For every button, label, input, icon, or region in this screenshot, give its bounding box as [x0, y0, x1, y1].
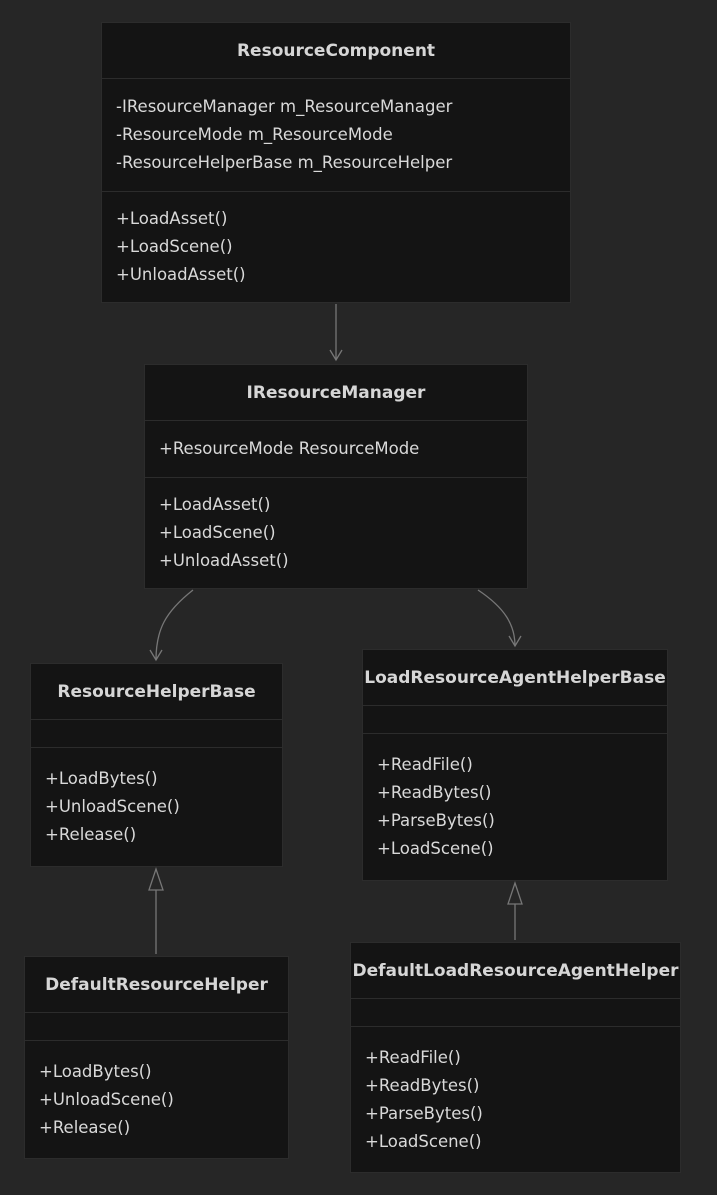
- method: +LoadScene(): [116, 237, 233, 256]
- methods-section: +ReadFile() +ReadBytes() +ParseBytes() +…: [363, 734, 667, 880]
- edge-inherit-default-load-agent-helper: [507, 880, 523, 940]
- method: +ReadFile(): [377, 755, 473, 774]
- arrowhead-icon: [329, 349, 343, 362]
- class-resource-helper-base[interactable]: ResourceHelperBase +LoadBytes() +UnloadS…: [30, 663, 283, 867]
- class-title: IResourceManager: [145, 365, 527, 421]
- attribute: +ResourceMode ResourceMode: [159, 439, 420, 458]
- method: +LoadAsset(): [159, 495, 271, 514]
- method: +ParseBytes(): [365, 1103, 483, 1123]
- attributes-section: [25, 1013, 288, 1041]
- attributes-section: [31, 720, 282, 748]
- method: +UnloadScene(): [39, 1089, 174, 1109]
- attributes-section: -IResourceManager m_ResourceManager -Res…: [102, 79, 570, 192]
- methods-section: +LoadBytes() +UnloadScene() +Release(): [31, 748, 282, 866]
- class-title: ResourceHelperBase: [31, 664, 282, 720]
- inheritance-triangle-icon: [507, 880, 523, 905]
- class-iresource-manager[interactable]: IResourceManager +ResourceMode ResourceM…: [144, 364, 528, 589]
- arrowhead-icon: [508, 635, 522, 648]
- method: +LoadAsset(): [116, 209, 228, 228]
- edge-manager-to-agent-helper-base: [477, 589, 522, 648]
- method: +LoadScene(): [365, 1131, 482, 1151]
- edge-component-to-manager: [329, 304, 343, 362]
- attribute: -IResourceManager m_ResourceManager: [116, 97, 453, 116]
- method: +Release(): [45, 825, 137, 844]
- methods-section: +LoadBytes() +UnloadScene() +Release(): [25, 1041, 288, 1158]
- class-title: DefaultLoadResourceAgentHelper: [351, 943, 680, 999]
- attributes-section: [363, 706, 667, 734]
- attributes-section: +ResourceMode ResourceMode: [145, 421, 527, 478]
- method: +ParseBytes(): [377, 811, 495, 830]
- inheritance-triangle-icon: [148, 866, 164, 891]
- attribute: -ResourceHelperBase m_ResourceHelper: [116, 153, 453, 172]
- method: +LoadBytes(): [45, 769, 158, 788]
- methods-section: +LoadAsset() +LoadScene() +UnloadAsset(): [102, 192, 570, 302]
- class-load-resource-agent-helper-base[interactable]: LoadResourceAgentHelperBase +ReadFile() …: [362, 649, 668, 881]
- method: +ReadBytes(): [365, 1075, 480, 1095]
- method: +ReadBytes(): [377, 783, 492, 802]
- class-default-load-resource-agent-helper[interactable]: DefaultLoadResourceAgentHelper +ReadFile…: [350, 942, 681, 1173]
- attributes-section: [351, 999, 680, 1027]
- arrowhead-icon: [149, 649, 163, 662]
- class-title: ResourceComponent: [102, 23, 570, 79]
- attribute: -ResourceMode m_ResourceMode: [116, 125, 393, 144]
- methods-section: +ReadFile() +ReadBytes() +ParseBytes() +…: [351, 1027, 680, 1172]
- method: +UnloadAsset(): [116, 265, 246, 284]
- class-default-resource-helper[interactable]: DefaultResourceHelper +LoadBytes() +Unlo…: [24, 956, 289, 1159]
- method: +LoadScene(): [377, 839, 494, 858]
- class-resource-component[interactable]: ResourceComponent -IResourceManager m_Re…: [101, 22, 571, 303]
- class-title: DefaultResourceHelper: [25, 957, 288, 1013]
- method: +UnloadScene(): [45, 797, 180, 816]
- method: +Release(): [39, 1117, 131, 1137]
- method: +LoadScene(): [159, 523, 276, 542]
- method: +UnloadAsset(): [159, 551, 289, 570]
- edge-manager-to-helper-base: [149, 589, 194, 662]
- class-title: LoadResourceAgentHelperBase: [363, 650, 667, 706]
- methods-section: +LoadAsset() +LoadScene() +UnloadAsset(): [145, 478, 527, 588]
- method: +LoadBytes(): [39, 1061, 152, 1081]
- method: +ReadFile(): [365, 1047, 461, 1067]
- edge-inherit-default-resource-helper: [148, 866, 164, 954]
